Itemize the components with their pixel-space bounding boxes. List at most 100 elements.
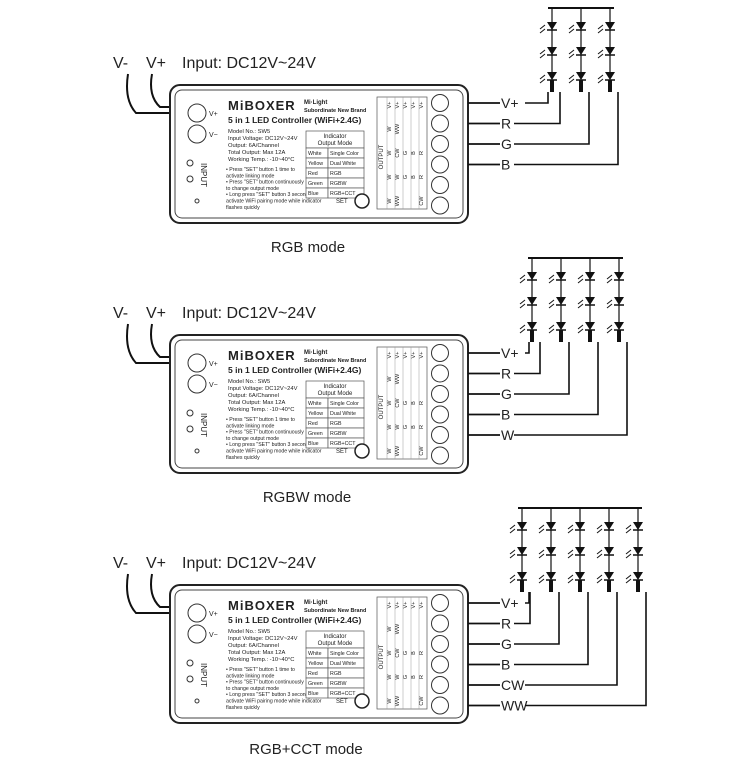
indicator-color: Red <box>308 671 318 677</box>
led-icon <box>546 572 556 580</box>
output-cell: G <box>403 651 409 655</box>
note-line: flashes quickly <box>226 705 260 711</box>
indicator-color: Blue <box>308 691 319 697</box>
wire-label-g: G <box>501 636 512 652</box>
output-cell: WW <box>395 123 401 134</box>
term-vminus-label: V− <box>209 382 218 389</box>
product-name: 5 in 1 LED Controller (WiFi+2.4G) <box>228 615 362 625</box>
mode-caption: RGB+CCT mode <box>249 741 363 758</box>
led-icon <box>614 297 624 305</box>
output-cell: R <box>419 651 425 655</box>
indicator-mode: RGB+CCT <box>330 191 356 197</box>
indicator-mode: Dual White <box>330 161 356 167</box>
output-cell: B <box>411 675 417 679</box>
note-line: • Long press "SET" button 3 seconds to <box>226 192 317 198</box>
output-cell: WW <box>395 195 401 206</box>
spec-line: Total Output: Max 12A <box>228 400 285 406</box>
output-cell: R <box>419 425 425 429</box>
resistor-icon <box>607 580 611 592</box>
led-icon <box>575 522 585 530</box>
output-cell: CW <box>419 696 425 706</box>
wire-label-v+: V+ <box>501 345 519 361</box>
wire-label-b: B <box>501 157 510 173</box>
resistor-icon <box>578 580 582 592</box>
product-name: 5 in 1 LED Controller (WiFi+2.4G) <box>228 365 362 375</box>
output-cell: W <box>387 674 393 680</box>
wire-label-g: G <box>501 136 512 152</box>
wire-b <box>514 342 599 416</box>
input-side-label: INPUT <box>199 663 208 687</box>
indicator-mode: RGBW <box>330 181 346 187</box>
output-label: OUTPUT <box>379 394 385 419</box>
indicator-led-icon <box>194 448 200 454</box>
note-line: • Press "SET" button continuously <box>226 680 304 686</box>
spec-line: Output: 6A/Channel <box>228 143 279 149</box>
output-cell: W <box>395 674 401 680</box>
led-icon <box>633 572 643 580</box>
output-cell: V+ <box>419 602 425 609</box>
note-line: • Press "SET" button 1 time to <box>226 167 295 173</box>
brand-logo: MiBOXER <box>228 348 296 363</box>
input-terminal-vminus <box>187 124 207 144</box>
indicator-mode: Single Color <box>330 651 359 657</box>
led-icon <box>517 522 527 530</box>
output-cell: W <box>387 198 393 204</box>
led-strip <box>509 507 643 592</box>
led-icon <box>576 47 586 55</box>
spec-line: Output: 6A/Channel <box>228 643 279 649</box>
output-terminal <box>431 135 449 153</box>
led-icon <box>517 547 527 555</box>
wire-w <box>514 342 628 436</box>
output-cell: R <box>419 675 425 679</box>
output-terminal <box>431 405 449 424</box>
output-cell: B <box>411 425 417 429</box>
indicator-color: Yellow <box>308 161 323 167</box>
indicator-color: White <box>308 151 322 157</box>
note-line: activate WiFi pairing mode while indicat… <box>226 449 322 455</box>
indicator-color: Blue <box>308 441 319 447</box>
led-icon <box>576 22 586 30</box>
term-vminus-label: V− <box>209 132 218 139</box>
output-cell: CW <box>419 196 425 206</box>
wire-label-g: G <box>501 386 512 402</box>
led-icon <box>605 72 615 80</box>
wire-label-b: B <box>501 657 510 673</box>
indicator-mode: RGB <box>330 171 342 177</box>
note-line: to change output mode <box>226 186 279 192</box>
led-icon <box>547 22 557 30</box>
input-terminal-vminus <box>187 374 207 394</box>
polarity-icon <box>186 659 194 667</box>
output-cell: V+ <box>411 102 417 109</box>
output-cell: CW <box>395 148 401 158</box>
output-terminal <box>431 676 449 694</box>
output-terminal <box>431 155 449 174</box>
indicator-color: Green <box>308 181 323 187</box>
output-cell: V+ <box>403 602 409 609</box>
output-cell: V+ <box>395 102 401 109</box>
indicator-color: Yellow <box>308 411 323 417</box>
output-cell: V+ <box>403 102 409 109</box>
wire-r <box>514 342 541 375</box>
term-vminus-label: V− <box>209 632 218 639</box>
term-vplus-label: V+ <box>209 361 218 368</box>
wire-g <box>514 592 560 645</box>
brand-sub2: Subordinate New Brand <box>304 608 366 614</box>
note-line: • Long press "SET" button 3 seconds to <box>226 442 317 448</box>
brand-sub2: Subordinate New Brand <box>304 358 366 364</box>
led-icon <box>546 547 556 555</box>
output-cell: W <box>387 400 393 406</box>
indicator-mode: RGBW <box>330 681 346 687</box>
led-icon <box>604 572 614 580</box>
led-icon <box>556 297 566 305</box>
indicator-color: Yellow <box>308 661 323 667</box>
input-label: Input: DC12V~24V <box>182 55 316 72</box>
output-cell: V+ <box>419 352 425 359</box>
wire-cw <box>525 592 618 686</box>
note-line: activate WiFi pairing mode while indicat… <box>226 699 322 705</box>
output-terminal <box>431 344 449 362</box>
note-line: to change output mode <box>226 436 279 442</box>
output-cell: B <box>411 151 417 155</box>
output-cell: W <box>395 424 401 430</box>
wire-label-ww: WW <box>501 698 528 714</box>
